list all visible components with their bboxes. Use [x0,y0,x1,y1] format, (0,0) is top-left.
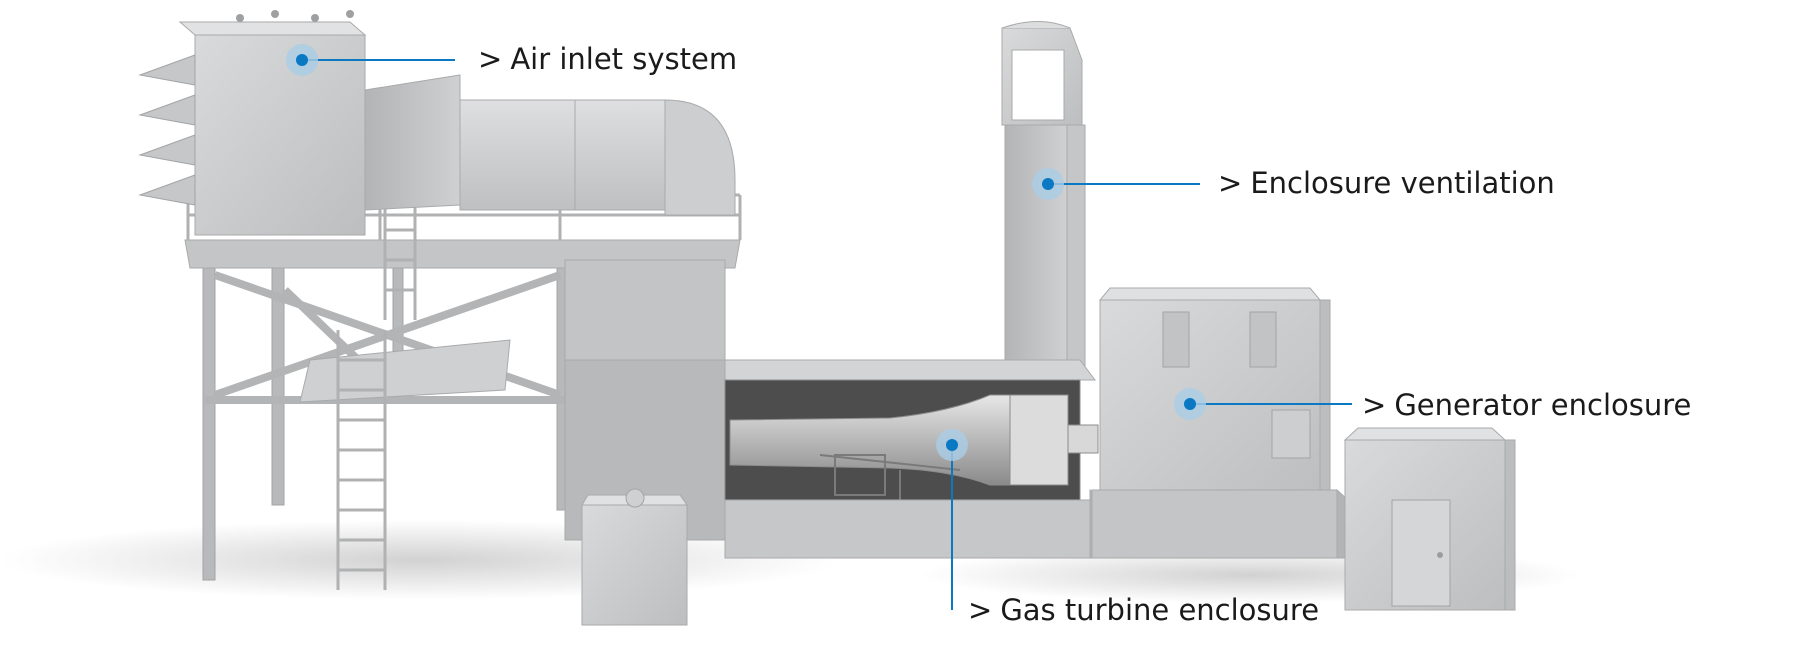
chevron-right-icon: > [968,593,993,627]
ventilation-stack [1001,21,1086,381]
callout-generator-enclosure-label[interactable]: >Generator enclosure [1362,391,1691,420]
callout-text: Gas turbine enclosure [1000,593,1320,627]
callout-air-inlet-marker[interactable] [286,44,455,76]
callout-enclosure-ventilation-marker[interactable] [1032,168,1200,200]
auxiliary-skid [581,488,688,626]
callout-text: Generator enclosure [1394,388,1692,422]
chevron-right-icon: > [1218,166,1243,200]
callout-text: Enclosure ventilation [1250,166,1555,200]
callout-gas-turbine-enclosure-marker[interactable] [936,429,968,610]
callout-enclosure-ventilation-label[interactable]: >Enclosure ventilation [1218,169,1555,198]
air-inlet-structure [138,10,742,590]
chevron-right-icon: > [478,42,503,76]
chevron-right-icon: > [1362,388,1387,422]
generator-enclosure-structure [1091,287,1349,559]
callout-text: Air inlet system [510,42,738,76]
turbine-enclosure [724,359,1101,559]
callout-generator-enclosure-marker[interactable] [1174,388,1352,420]
generator-auxiliary-cabinet [1343,427,1516,611]
callout-gas-turbine-enclosure-label[interactable]: >Gas turbine enclosure [968,596,1319,625]
callout-air-inlet-label[interactable]: >Air inlet system [478,45,737,74]
